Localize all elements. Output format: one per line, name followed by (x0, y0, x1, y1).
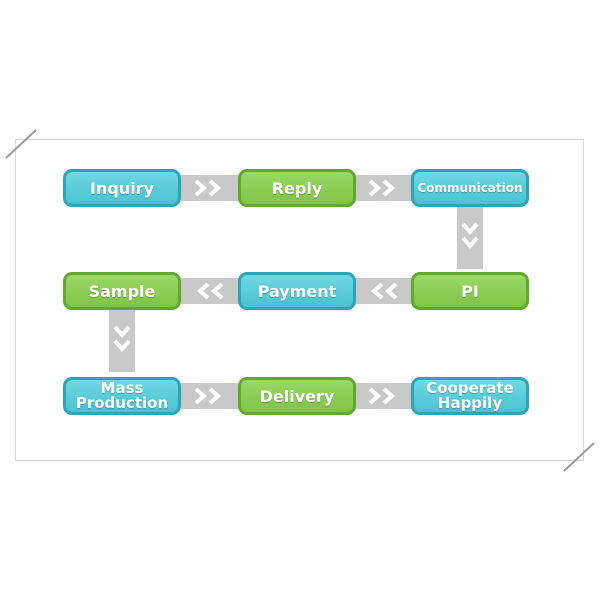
step-mass-production: Mass Production (63, 377, 181, 415)
corner-decoration-bottom-right (563, 442, 595, 472)
arrow-payment-to-sample (181, 278, 239, 304)
double-chevron-right-icon (194, 179, 222, 197)
step-payment: Payment (238, 272, 356, 310)
arrow-pi-to-payment (355, 278, 413, 304)
arrow-mass-production-to-delivery (181, 383, 239, 409)
double-chevron-down-icon (113, 325, 131, 353)
arrow-sample-to-mass-production (109, 310, 135, 372)
arrow-delivery-to-cooperate (355, 383, 413, 409)
arrow-communication-to-pi (457, 207, 483, 269)
double-chevron-left-icon (196, 282, 224, 300)
corner-decoration-top-left (5, 129, 37, 159)
double-chevron-down-icon (461, 222, 479, 250)
step-pi: PI (411, 272, 529, 310)
double-chevron-left-icon (370, 282, 398, 300)
arrow-reply-to-communication (355, 175, 413, 201)
step-inquiry: Inquiry (63, 169, 181, 207)
double-chevron-right-icon (368, 179, 396, 197)
step-cooperate-happily: Cooperate Happily (411, 377, 529, 415)
step-delivery: Delivery (238, 377, 356, 415)
step-sample: Sample (63, 272, 181, 310)
double-chevron-right-icon (194, 387, 222, 405)
arrow-inquiry-to-reply (181, 175, 239, 201)
step-communication: Communication (411, 169, 529, 207)
step-reply: Reply (238, 169, 356, 207)
double-chevron-right-icon (368, 387, 396, 405)
